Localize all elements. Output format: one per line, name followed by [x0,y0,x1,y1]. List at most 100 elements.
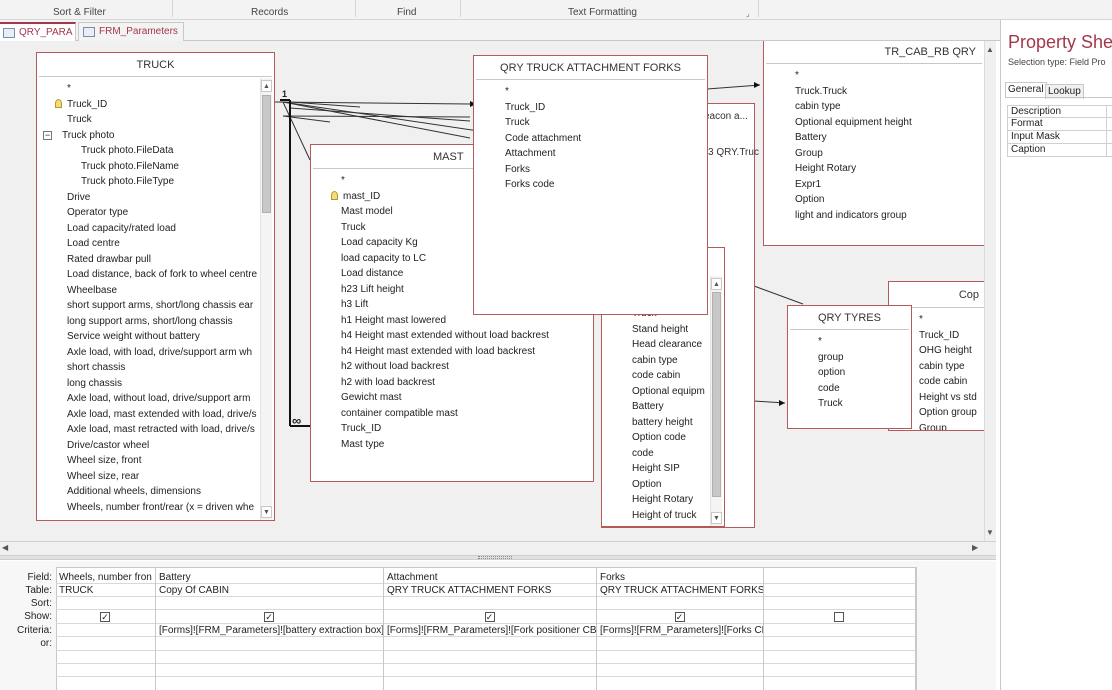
scroll-down-icon[interactable]: ▼ [261,506,272,518]
field-item[interactable]: Load capacity/rated load [37,221,274,237]
surface-vertical-scrollbar[interactable]: ▲ ▼ [984,41,996,541]
show-checkbox[interactable]: ✓ [264,612,274,622]
scroll-thumb[interactable] [262,95,271,213]
field-item[interactable]: mast_ID [331,189,593,205]
field-item[interactable]: h4 Height mast extended with load backre… [331,344,593,360]
field-item[interactable]: Option [632,477,724,493]
field-item[interactable]: Gewicht mast [331,390,593,406]
field-item[interactable]: Height of truck [632,508,724,524]
grid-field-cell[interactable]: Wheels, number fron [59,572,152,583]
pane-splitter[interactable] [0,555,996,560]
vertical-scrollbar[interactable]: ▲ ▼ [260,78,272,520]
scroll-down-icon[interactable]: ▼ [986,528,994,537]
field-item[interactable]: Truck_ID [331,421,593,437]
show-checkbox[interactable]: ✓ [100,612,110,622]
tab-qry-para[interactable]: QRY_PARA [0,22,76,41]
field-item[interactable]: Group [795,146,984,162]
grid-table-cell[interactable]: QRY TRUCK ATTACHMENT FORKS [600,585,763,596]
field-item[interactable]: load capacity to LC [331,251,593,267]
field-item[interactable]: Truck [37,112,274,128]
field-item[interactable]: Axle load, with load, drive/support arm … [37,345,274,361]
grid-table-cell[interactable]: QRY TRUCK ATTACHMENT FORKS [387,585,552,596]
field-item[interactable]: battery height [632,415,724,431]
field-item[interactable]: h4 Height mast extended without load bac… [331,328,593,344]
grid-table-cell[interactable]: TRUCK [59,585,94,596]
vertical-scrollbar[interactable]: ▲ ▼ [710,276,722,526]
scroll-thumb[interactable] [712,292,721,497]
field-item[interactable]: Load capacity Kg [331,235,593,251]
dialog-launcher-icon[interactable]: ⌟ [746,9,750,18]
field-item[interactable]: Option code [632,430,724,446]
field-item[interactable]: Head clearance [632,337,724,353]
field-item[interactable]: Height SIP [632,461,724,477]
field-item[interactable]: short support arms, short/long chassis e… [37,298,274,314]
field-item[interactable]: Expr1 [795,177,984,193]
grid-criteria-cell[interactable]: [Forms]![FRM_Parameters]![Fork positione… [387,625,596,636]
scroll-up-icon[interactable]: ▲ [986,45,994,54]
scroll-right-icon[interactable]: ▶ [972,543,979,552]
property-row[interactable]: Input Mask [1007,130,1112,144]
scroll-down-icon[interactable]: ▼ [711,512,722,524]
grid-field-cell[interactable]: Attachment [387,572,438,583]
field-item[interactable]: Code attachment [505,131,707,147]
field-item[interactable]: Battery [795,130,984,146]
field-item[interactable]: h2 without load backrest [331,359,593,375]
field-item[interactable]: Truck photo.FileType [37,174,274,190]
field-item[interactable]: Mast type [331,437,593,453]
property-row[interactable]: Description [1007,105,1112,118]
field-item[interactable]: Truck_ID [919,328,987,344]
field-item[interactable]: Group [919,421,987,431]
field-item[interactable]: cabin type [795,99,984,115]
tab-frm-parameters[interactable]: FRM_Parameters [78,22,184,41]
field-item[interactable]: Wheelbase [37,283,274,299]
field-item[interactable]: long chassis [37,376,274,392]
field-item[interactable]: Height Rotary [632,492,724,508]
show-checkbox[interactable] [834,612,844,622]
grid-criteria-cell[interactable]: [Forms]![FRM_Parameters]![Forks CB] [600,625,763,636]
field-item[interactable]: group [818,350,911,366]
field-item[interactable]: Stand height [632,322,724,338]
field-item[interactable]: Attachment [505,146,707,162]
field-item[interactable]: Axle load, mast extended with load, driv… [37,407,274,423]
field-item[interactable]: Truck_ID [37,97,274,113]
field-item[interactable]: Truck [331,220,593,236]
field-item[interactable]: short chassis [37,360,274,376]
field-item[interactable]: option [818,365,911,381]
grid-field-cell[interactable]: Forks [600,572,625,583]
property-row[interactable]: Caption [1007,143,1112,157]
field-item[interactable]: Wheel size, front [37,453,274,469]
field-item[interactable]: h23 Lift height [331,282,593,298]
field-item[interactable]: Forks code [505,177,707,193]
grid-column[interactable] [764,567,916,690]
field-item[interactable]: Axle load, without load, drive/support a… [37,391,274,407]
grid-table-cell[interactable]: Copy Of CABIN [159,585,230,596]
field-item[interactable]: Mast model [331,204,593,220]
field-item[interactable]: * [818,334,911,350]
field-item[interactable]: Drive [37,190,274,206]
field-item[interactable]: Additional wheels, dimensions [37,484,274,500]
collapse-icon[interactable]: − [43,129,52,140]
field-item[interactable]: Option group [919,405,987,421]
field-item[interactable]: h1 Height mast lowered [331,313,593,329]
field-item[interactable]: Truck photo.FileName [37,159,274,175]
field-item[interactable]: Truck_ID [505,100,707,116]
surface-horizontal-scrollbar[interactable]: ◀ ▶ [0,541,996,555]
scroll-up-icon[interactable]: ▲ [711,278,722,290]
field-item[interactable]: Height vs std [919,390,987,406]
field-item[interactable]: Service weight without battery [37,329,274,345]
field-item[interactable]: Truck [505,115,707,131]
field-item[interactable]: * [37,81,274,97]
field-item[interactable]: Load centre [37,236,274,252]
field-item[interactable]: Truck [818,396,911,412]
splitter-grip-icon[interactable] [478,556,512,559]
field-item[interactable]: container compatible mast [331,406,593,422]
field-item[interactable]: code cabin [919,374,987,390]
field-item[interactable]: Truck photo.FileData [37,143,274,159]
